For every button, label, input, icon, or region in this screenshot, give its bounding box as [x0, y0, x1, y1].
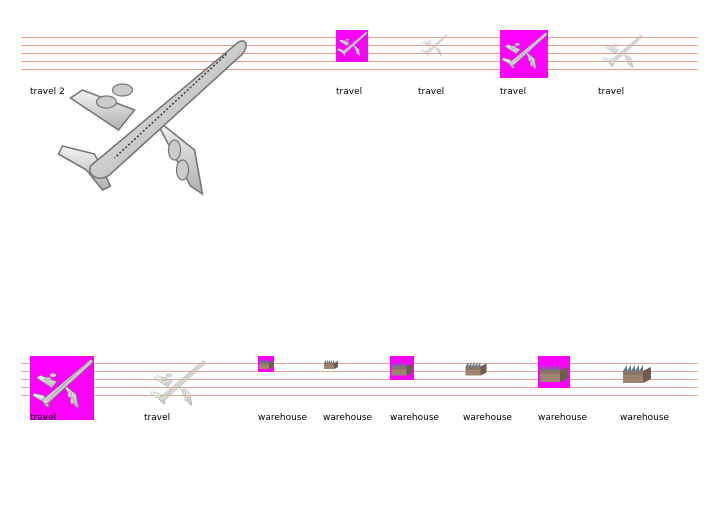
airplane-icon[interactable] — [336, 30, 368, 62]
icon-label: travel — [418, 87, 445, 97]
guide-line — [21, 363, 698, 364]
icon-label: travel — [500, 87, 527, 97]
warehouse-icon[interactable] — [390, 356, 414, 380]
icon-label: warehouse — [620, 413, 670, 423]
icon-label: warehouse — [323, 413, 373, 423]
warehouse-icon[interactable] — [463, 359, 489, 377]
icon-label: warehouse — [463, 413, 513, 423]
icon-label: warehouse — [258, 413, 308, 423]
airplane-icon[interactable] — [28, 30, 273, 230]
icon-label: travel — [336, 87, 363, 97]
guide-line — [21, 395, 698, 396]
airplane-icon[interactable] — [30, 356, 94, 420]
guide-line — [21, 371, 698, 372]
icon-label: travel 2 — [30, 87, 65, 97]
airplane-icon[interactable] — [598, 33, 646, 75]
icon-label: travel — [144, 413, 171, 423]
icon-label: warehouse — [390, 413, 440, 423]
warehouse-icon[interactable] — [620, 361, 654, 385]
icon-label: travel — [30, 413, 57, 423]
warehouse-icon[interactable] — [323, 358, 339, 370]
airplane-icon[interactable] — [500, 30, 548, 78]
airplane-icon[interactable] — [418, 33, 450, 61]
warehouse-icon[interactable] — [538, 356, 570, 388]
icon-label: travel — [598, 87, 625, 97]
icon-label: warehouse — [538, 413, 588, 423]
airplane-icon[interactable] — [144, 358, 210, 416]
guide-line — [21, 69, 698, 70]
guide-line — [21, 379, 698, 380]
warehouse-icon[interactable] — [258, 356, 274, 372]
guide-line — [21, 387, 698, 388]
